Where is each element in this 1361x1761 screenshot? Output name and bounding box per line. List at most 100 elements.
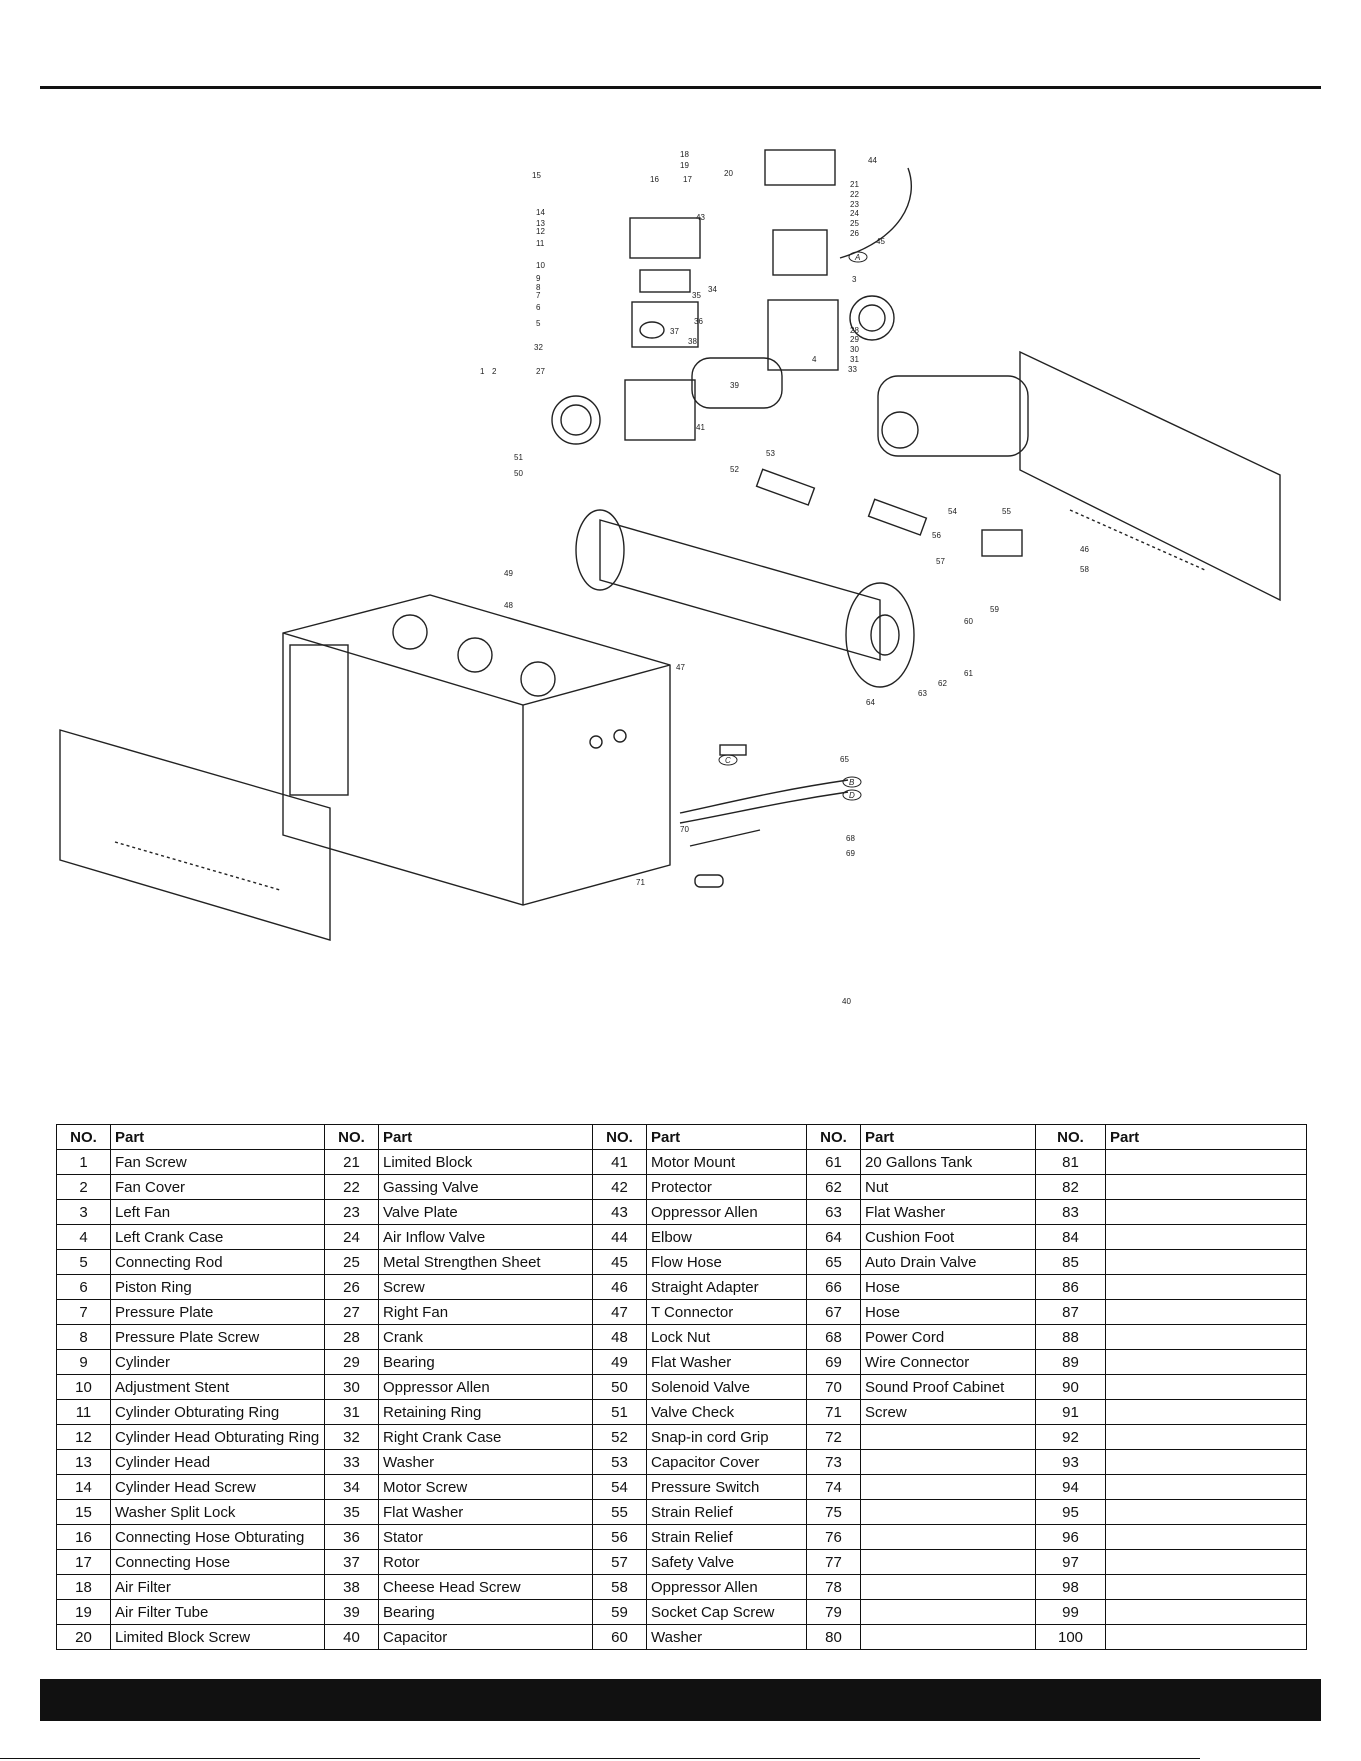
callout-43: 43 bbox=[696, 213, 705, 222]
part-number-cell: 94 bbox=[1035, 1474, 1106, 1500]
part-name-cell: Motor Mount bbox=[646, 1149, 807, 1175]
part-name-cell: Strain Relief bbox=[646, 1524, 807, 1550]
part-name-cell: Left Fan bbox=[110, 1199, 325, 1225]
part-number-cell: 12 bbox=[56, 1424, 111, 1450]
hose-d bbox=[679, 791, 849, 824]
part-name-cell bbox=[860, 1624, 1036, 1650]
part-number-cell: 15 bbox=[56, 1499, 111, 1525]
part-number-cell: 43 bbox=[592, 1199, 647, 1225]
flow-hose bbox=[839, 167, 912, 259]
part-name-cell bbox=[1105, 1524, 1307, 1550]
left-cylinder-head bbox=[629, 217, 701, 259]
part-name-cell: Pressure Plate Screw bbox=[110, 1324, 325, 1350]
part-name-cell: Hose bbox=[860, 1299, 1036, 1325]
callout-7: 7 bbox=[536, 291, 541, 300]
part-number-cell: 8 bbox=[56, 1324, 111, 1350]
callout-13: 13 bbox=[536, 219, 545, 228]
part-number-cell: 86 bbox=[1035, 1274, 1106, 1300]
header-part-4: Part bbox=[860, 1124, 1036, 1150]
part-number-cell: 32 bbox=[324, 1424, 379, 1450]
part-name-cell: Socket Cap Screw bbox=[646, 1599, 807, 1625]
part-name-cell: Strain Relief bbox=[646, 1499, 807, 1525]
part-number-cell: 6 bbox=[56, 1274, 111, 1300]
callout-9: 9 bbox=[536, 274, 541, 283]
cabinet-side-vents bbox=[289, 644, 349, 796]
callout-28: 28 bbox=[850, 326, 859, 335]
part-number-cell: 38 bbox=[324, 1574, 379, 1600]
part-number-cell: 13 bbox=[56, 1449, 111, 1475]
part-name-cell: Oppressor Allen bbox=[378, 1374, 593, 1400]
part-name-cell: Air Filter bbox=[110, 1574, 325, 1600]
part-name-cell: Cheese Head Screw bbox=[378, 1574, 593, 1600]
callout-22: 22 bbox=[850, 190, 859, 199]
part-name-cell bbox=[1105, 1474, 1307, 1500]
callout-11: 11 bbox=[536, 239, 545, 248]
part-name-cell: Metal Strengthen Sheet bbox=[378, 1249, 593, 1275]
callout-29: 29 bbox=[850, 335, 859, 344]
callout-19: 19 bbox=[680, 161, 689, 170]
part-name-cell: Air Filter Tube bbox=[110, 1599, 325, 1625]
part-number-cell: 7 bbox=[56, 1299, 111, 1325]
callout-25: 25 bbox=[850, 219, 859, 228]
part-number-cell: 99 bbox=[1035, 1599, 1106, 1625]
callout-44: 44 bbox=[868, 156, 877, 165]
part-name-cell: Sound Proof Cabinet bbox=[860, 1374, 1036, 1400]
part-name-cell: Screw bbox=[378, 1274, 593, 1300]
callout-30: 30 bbox=[850, 345, 859, 354]
part-name-cell: Wire Connector bbox=[860, 1349, 1036, 1375]
part-name-cell: Capacitor Cover bbox=[646, 1449, 807, 1475]
part-number-cell: 5 bbox=[56, 1249, 111, 1275]
part-name-cell: Connecting Rod bbox=[110, 1249, 325, 1275]
connector-letter-a: A bbox=[854, 253, 860, 262]
header-part-2: Part bbox=[378, 1124, 593, 1150]
part-number-cell: 97 bbox=[1035, 1549, 1106, 1575]
part-number-cell: 91 bbox=[1035, 1399, 1106, 1425]
right-cylinder-head bbox=[764, 149, 836, 186]
part-name-cell: Bearing bbox=[378, 1349, 593, 1375]
part-name-cell bbox=[860, 1524, 1036, 1550]
callout-58: 58 bbox=[1080, 565, 1089, 574]
part-number-cell: 42 bbox=[592, 1174, 647, 1200]
capacitor bbox=[694, 874, 724, 888]
header-rule bbox=[40, 86, 1321, 89]
part-name-cell: Valve Check bbox=[646, 1399, 807, 1425]
callout-32: 32 bbox=[534, 343, 543, 352]
connector-letter-d: D bbox=[849, 791, 855, 800]
part-name-cell bbox=[1105, 1299, 1307, 1325]
header-part-1: Part bbox=[110, 1124, 325, 1150]
part-name-cell: Cylinder Head bbox=[110, 1449, 325, 1475]
part-name-cell bbox=[1105, 1149, 1307, 1175]
left-crank-case bbox=[624, 379, 696, 441]
part-name-cell bbox=[1105, 1574, 1307, 1600]
capacitor-cover-2 bbox=[867, 498, 928, 536]
part-name-cell: Capacitor bbox=[378, 1624, 593, 1650]
part-name-cell: Rotor bbox=[378, 1549, 593, 1575]
right-crank-case bbox=[767, 299, 839, 371]
callout-59: 59 bbox=[990, 605, 999, 614]
part-name-cell: 20 Gallons Tank bbox=[860, 1149, 1036, 1175]
callout-69: 69 bbox=[846, 849, 855, 858]
part-number-cell: 73 bbox=[806, 1449, 861, 1475]
rear-panel bbox=[1019, 350, 1281, 602]
left-cylinder bbox=[631, 301, 699, 348]
callout-33: 33 bbox=[848, 365, 857, 374]
footer-rule bbox=[0, 1758, 1200, 1759]
part-number-cell: 17 bbox=[56, 1549, 111, 1575]
callout-23: 23 bbox=[850, 200, 859, 209]
part-number-cell: 30 bbox=[324, 1374, 379, 1400]
callout-31: 31 bbox=[850, 355, 859, 364]
assembled-pump bbox=[877, 375, 1029, 457]
part-number-cell: 34 bbox=[324, 1474, 379, 1500]
part-number-cell: 28 bbox=[324, 1324, 379, 1350]
